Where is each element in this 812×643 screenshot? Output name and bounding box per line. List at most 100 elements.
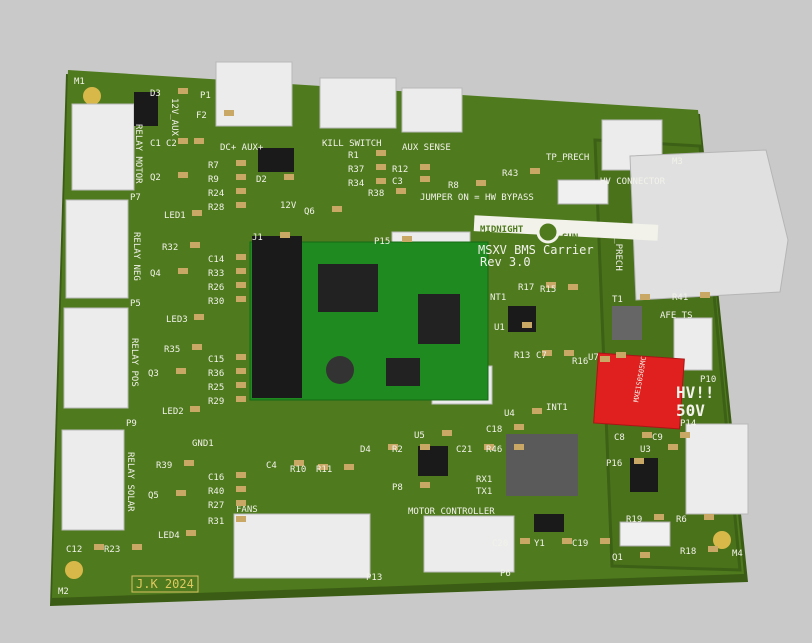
component-d3 [178,88,188,94]
component-y1 [562,538,572,544]
dcdc-module [593,352,685,430]
label-motor-controller: MOTOR CONTROLLER [408,507,495,517]
refdes-r30: R30 [208,297,224,307]
connector-p6 [423,515,515,573]
component-r2 [420,444,430,450]
refdes-r29: R29 [208,397,224,407]
label-relay-pos: RELAY POS [129,338,139,387]
component-r38 [396,188,406,194]
connector-p10 [673,317,713,371]
component-u3 [668,444,678,450]
refdes-c9: C9 [652,433,663,443]
t1-transformer [612,306,642,340]
component-r35 [192,344,202,350]
component-q4 [178,268,188,274]
label-p9: P9 [126,419,137,429]
component-r18 [708,546,718,552]
refdes-c20: C20 [492,539,508,549]
refdes-r7: R7 [208,161,219,171]
component-q2 [178,172,188,178]
hv-connector-housing [629,149,789,301]
inductor [326,356,354,384]
u4-chip [506,434,578,496]
component-r13 [542,350,552,356]
refdes-p8: P8 [392,483,403,493]
refdes-led3: LED3 [166,315,188,325]
refdes-u1: U1 [494,323,505,333]
logo-text-right: SUN [562,233,578,243]
pin-header [418,294,460,344]
component-r39 [184,460,194,466]
refdes-p16: P16 [606,459,622,469]
label-hv-connector: HV CONNECTOR [600,177,666,187]
logo-banner [473,215,659,241]
component-r32 [190,242,200,248]
refdes-r35: R35 [164,345,180,355]
refdes-d3: D3 [150,89,161,99]
mounting-hole-m4 [713,531,731,549]
mounting-hole-m2 [65,561,83,579]
connector-p7 [65,199,129,299]
component-r43 [530,168,540,174]
refdes-u5: U5 [414,431,425,441]
m2-socket [252,236,302,398]
component-led3 [194,314,204,320]
connector-p5 [63,307,129,409]
refdes-r17: R17 [518,283,534,293]
component-r15 [568,284,578,290]
component-r31 [236,516,246,522]
refdes-j1: J1 [252,233,263,243]
component-d2 [284,174,294,180]
connector-p1 [215,61,293,127]
label-fans: FANS [236,505,258,515]
refdes-c15: C15 [208,355,224,365]
refdes-q5: Q5 [148,491,159,501]
refdes-r6: R6 [676,515,687,525]
board-author: J.K 2024 [136,577,194,591]
component-r23 [132,544,142,550]
component-r33 [236,268,246,274]
connector-p13 [233,513,371,579]
component-r11 [344,464,354,470]
component-d4 [388,444,398,450]
refdes-p15: P15 [374,237,390,247]
voltage-label: 50V [676,401,705,420]
component-c16 [236,472,246,478]
refdes-r40: R40 [208,487,224,497]
refdes-r34: R34 [348,179,364,189]
refdes-c1: C1 [150,139,161,149]
component-c7 [564,350,574,356]
u5-chip [418,446,448,476]
component-u4 [532,408,542,414]
refdes-r41: R41 [672,293,688,303]
logo-text-left: MIDNIGHT [480,225,524,235]
component-c4 [294,460,304,466]
component-c3 [420,176,430,182]
refdes-r12: R12 [392,165,408,175]
refdes-c21: C21 [456,445,472,455]
component-c2 [194,138,204,144]
y1-crystal [534,514,564,532]
label-int1: INT1 [546,403,568,413]
refdes-c2: C2 [166,139,177,149]
label-iso-prech: ISO_PRECH [613,222,623,271]
component-c14 [236,254,246,260]
refdes-r31: R31 [208,517,224,527]
label-m4: M4 [732,549,743,559]
refdes-y1: Y1 [534,539,545,549]
refdes-r24: R24 [208,189,224,199]
component-r1 [376,150,386,156]
component-r27 [236,500,246,506]
component-r19 [654,514,664,520]
component-r6 [704,514,714,520]
component-q3 [176,368,186,374]
component-r9 [236,174,246,180]
label-p7: P7 [130,193,141,203]
component-c12 [94,544,104,550]
refdes-led2: LED2 [162,407,184,417]
label-p14: P14 [680,419,696,429]
component-j1 [280,232,290,238]
component-c21 [484,444,494,450]
component-r40 [236,486,246,492]
